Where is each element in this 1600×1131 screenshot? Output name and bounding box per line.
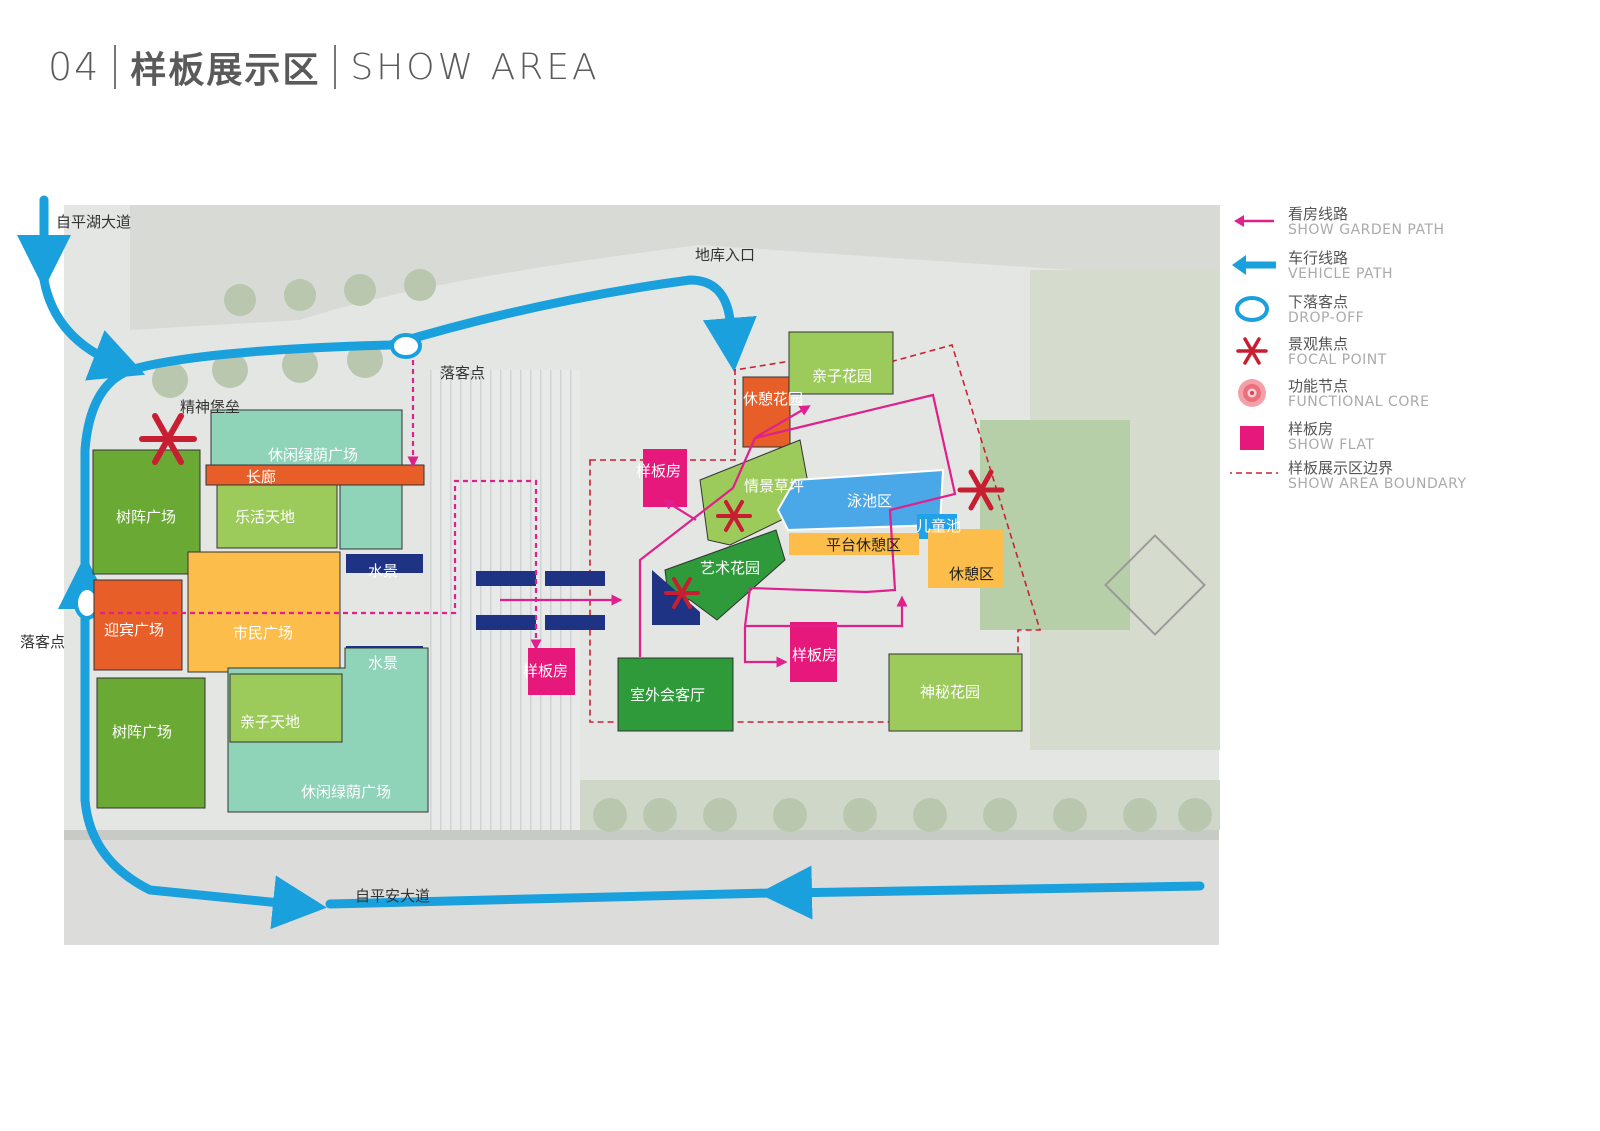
- zone-water-bottom: 水景: [368, 654, 398, 672]
- zone-leisure-plaza-bottom: 休闲绿荫广场: [301, 783, 391, 801]
- arrow-left-blue-icon: [1232, 255, 1276, 275]
- legend-label-cn: 景观焦点: [1288, 335, 1349, 353]
- asterisk-red-icon: [1236, 337, 1268, 365]
- dropoff-label-left: 落客点: [20, 633, 65, 651]
- dropoff-label-top: 落客点: [440, 364, 485, 382]
- legend-item-dropoff: 下落客点 DROP-OFF: [1230, 293, 1530, 335]
- show-area-boundary: [589, 344, 1042, 723]
- dropoff-markers: [74, 333, 422, 620]
- legend-item-show-flat: 样板房 SHOW FLAT: [1230, 420, 1530, 462]
- legend-label-cn: 车行线路: [1288, 249, 1349, 267]
- zone-rest-garden: 休憩花园: [743, 390, 803, 408]
- spirit-fort-label: 精神堡垒: [180, 398, 240, 416]
- road-label-pingan: 自平安大道: [355, 887, 430, 905]
- zone-civic-plaza: 市民广场: [233, 624, 293, 642]
- section-number: 04: [48, 45, 101, 89]
- zone-show-flat-mid: 样板房: [523, 662, 568, 680]
- legend-label-cn: 样板房: [1288, 420, 1334, 438]
- arrow-left-magenta-icon: [1234, 215, 1274, 227]
- legend-item-functional: 功能节点 FUNCTIONAL CORE: [1230, 377, 1530, 419]
- header-divider: [334, 45, 337, 89]
- legend-item-focal: 景观焦点 FOCAL POINT: [1230, 335, 1530, 377]
- dashed-line-red-icon: [1230, 472, 1278, 474]
- legend-label-en: DROP-OFF: [1288, 310, 1365, 326]
- zone-show-flat-top: 样板房: [636, 462, 681, 480]
- legend-label-en: FUNCTIONAL CORE: [1288, 394, 1430, 410]
- zone-happy-land: 乐活天地: [235, 508, 295, 526]
- legend-label-en: VEHICLE PATH: [1288, 266, 1394, 282]
- legend-label-cn: 看房线路: [1288, 205, 1349, 223]
- zone-terrace-rest: 平台休憩区: [826, 536, 901, 554]
- legend-item-show-path: 看房线路 SHOW GARDEN PATH: [1230, 205, 1530, 247]
- focal-points: [139, 413, 1005, 609]
- section-title-cn: 样板展示区: [130, 50, 321, 91]
- zone-tree-plaza-bottom: 树阵广场: [112, 723, 172, 741]
- zone-rest-area: 休憩区: [949, 565, 994, 583]
- header-divider: [114, 45, 117, 89]
- legend-item-vehicle-path: 车行线路 VEHICLE PATH: [1230, 249, 1530, 291]
- right-show-path: [638, 393, 957, 668]
- ellipse-blue-icon: [1235, 296, 1269, 322]
- right-zones: [617, 331, 1023, 732]
- zone-art-garden: 艺术花园: [700, 559, 760, 577]
- road-label-pinghu: 自平湖大道: [56, 213, 131, 231]
- zone-family-garden: 亲子花园: [812, 367, 872, 385]
- zone-leisure-plaza-top: 休闲绿荫广场: [268, 446, 358, 464]
- zone-water-top: 水景: [368, 562, 398, 580]
- legend-label-cn: 样板展示区边界: [1288, 459, 1394, 477]
- vehicle-path: [17, 195, 1205, 930]
- zone-corridor: 长廊: [246, 468, 276, 486]
- zone-lawn: 情景草坪: [744, 477, 804, 495]
- zone-outdoor-lounge: 室外会客厅: [630, 686, 705, 704]
- legend-label-en: SHOW AREA BOUNDARY: [1288, 476, 1467, 492]
- page-header: 04 样板展示区 SHOW AREA: [48, 42, 600, 92]
- left-zones: [92, 409, 605, 813]
- square-magenta-icon: [1240, 426, 1264, 450]
- zone-welcome-plaza: 迎宾广场: [104, 621, 164, 639]
- zone-secret-garden: 神秘花园: [920, 683, 980, 701]
- zone-kids-pool: 儿童池: [916, 517, 961, 535]
- legend-label-en: SHOW FLAT: [1288, 437, 1375, 453]
- left-show-path: [100, 360, 623, 651]
- legend-label-en: FOCAL POINT: [1288, 352, 1387, 368]
- legend-label-en: SHOW GARDEN PATH: [1288, 222, 1445, 238]
- legend-item-boundary: 样板展示区边界 SHOW AREA BOUNDARY: [1230, 459, 1530, 501]
- zone-tree-plaza-top: 树阵广场: [116, 508, 176, 526]
- section-title-en: SHOW AREA: [350, 46, 600, 88]
- zone-pool: 泳池区: [847, 492, 892, 510]
- target-red-icon: [1238, 379, 1266, 407]
- zone-show-flat-bottom: 样板房: [792, 646, 837, 664]
- legend-label-cn: 下落客点: [1288, 293, 1349, 311]
- garage-entry-label: 地库入口: [695, 246, 755, 264]
- legend-label-cn: 功能节点: [1288, 377, 1349, 395]
- zone-family-land: 亲子天地: [240, 713, 300, 731]
